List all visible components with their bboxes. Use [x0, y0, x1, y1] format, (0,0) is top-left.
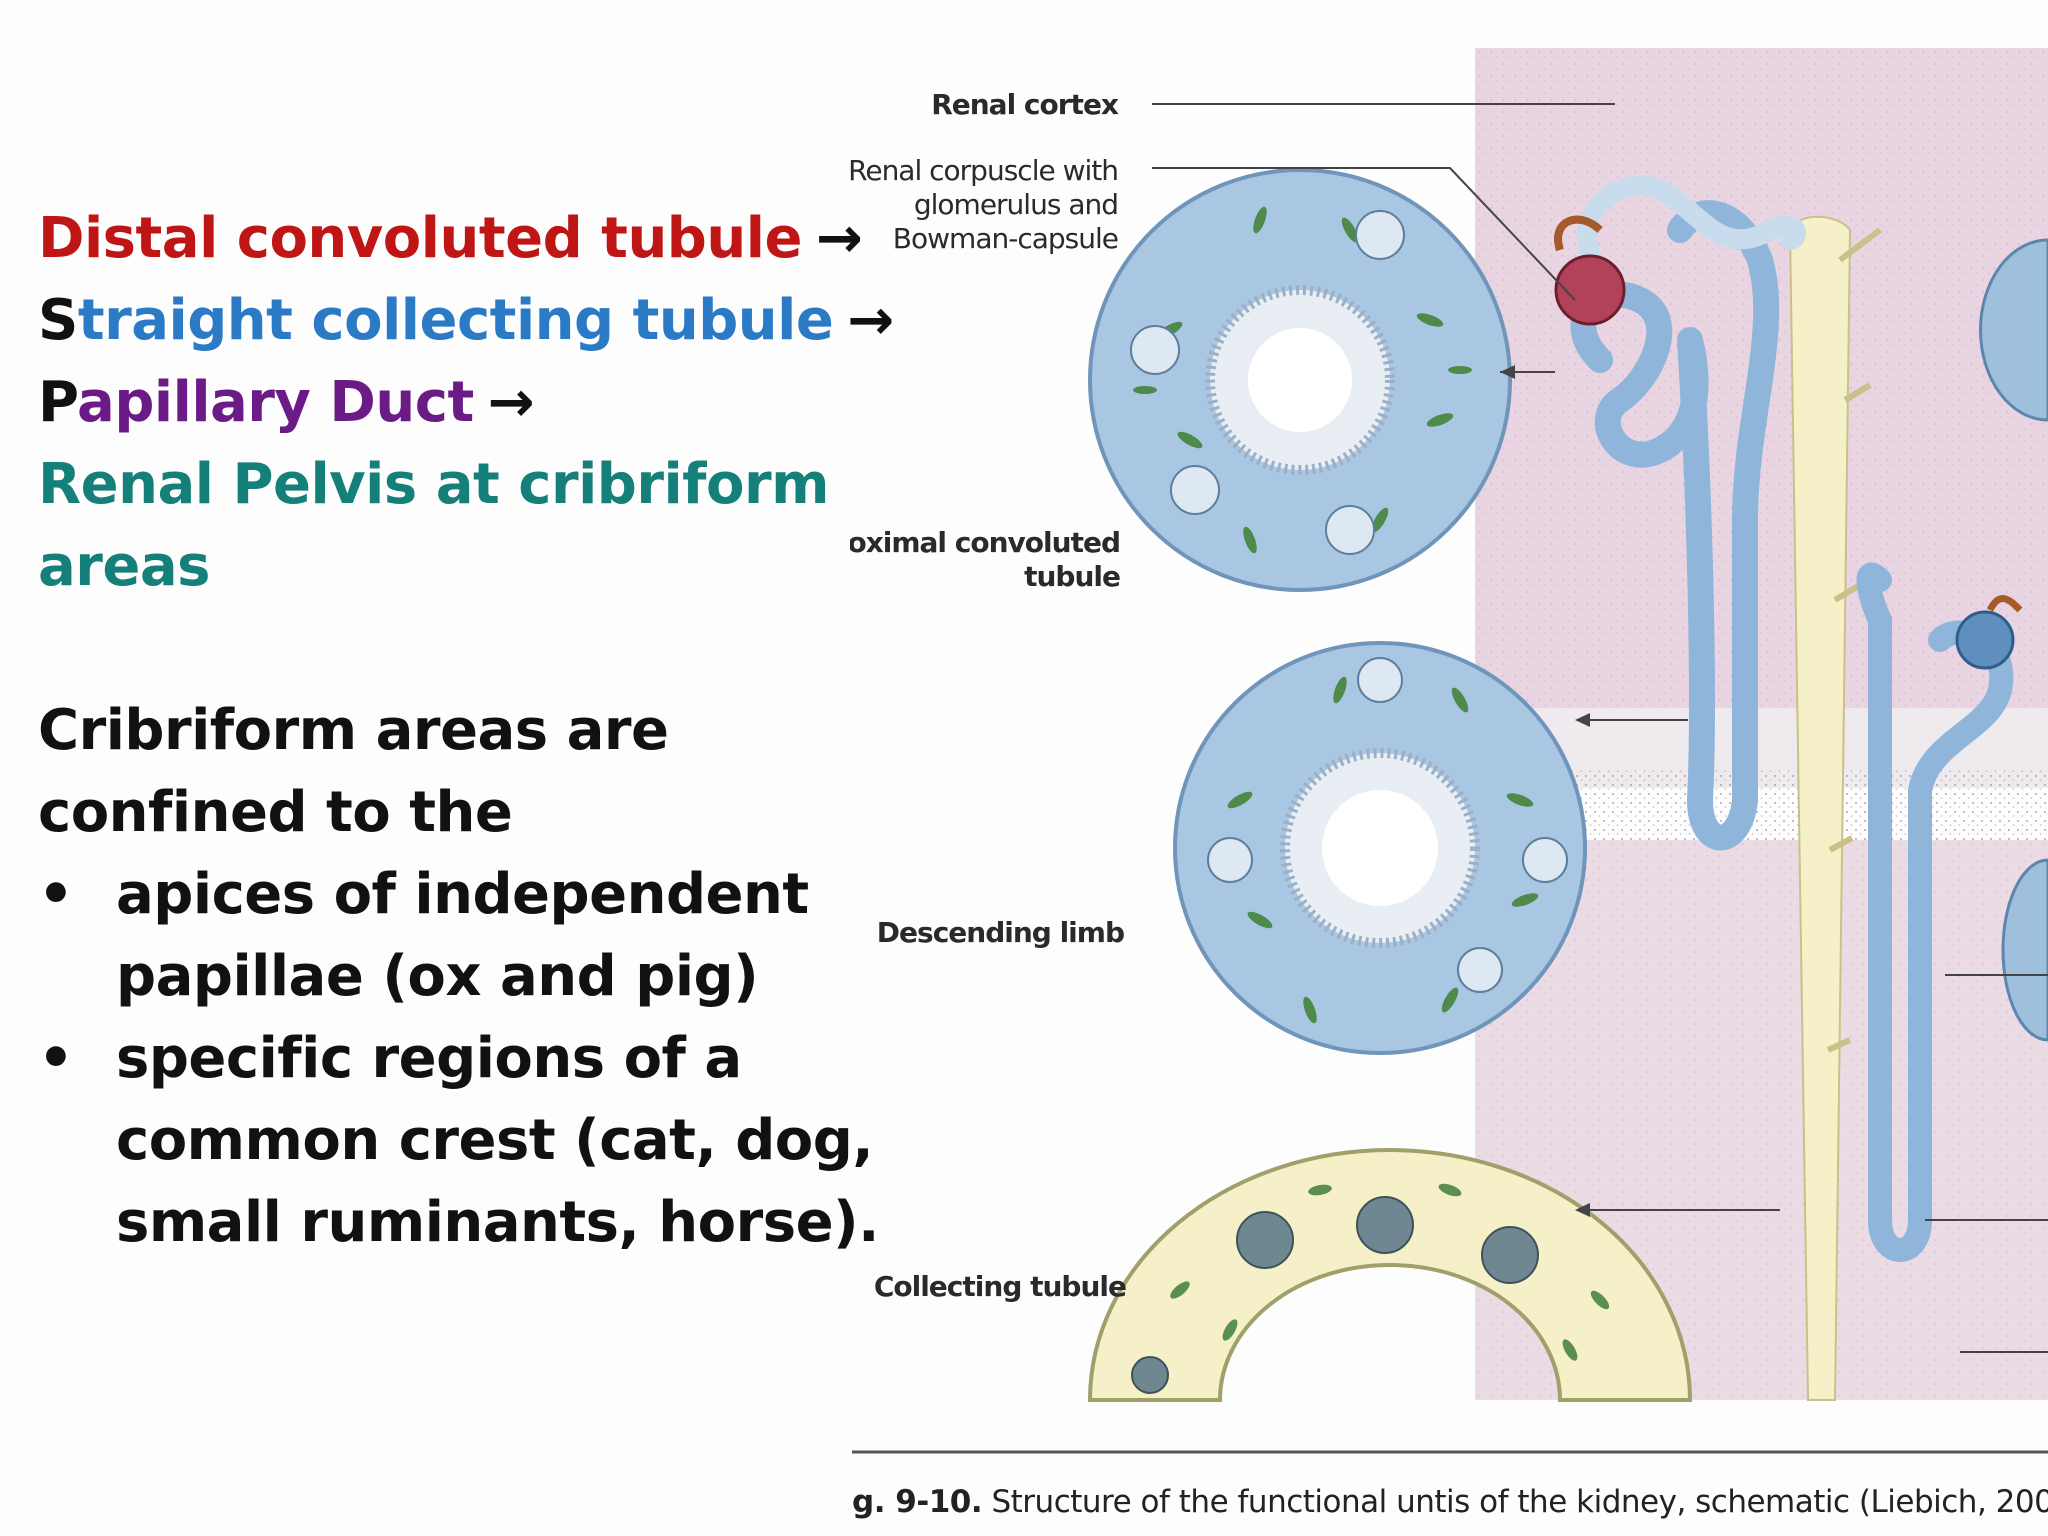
- straight-first-letter: S: [38, 288, 78, 353]
- straight-tubule-text: traight collecting tubule: [77, 288, 834, 353]
- figure-caption: g. 9-10. Structure of the functional unt…: [852, 1484, 2048, 1520]
- duct-branch: [1826, 227, 1882, 1053]
- bullet-icon: •: [38, 862, 74, 927]
- partial-cross-section: [2001, 858, 2048, 1042]
- flow-line-straight: Straight collecting tubule→: [38, 280, 894, 362]
- caption-figure-number: g. 9-10.: [852, 1484, 982, 1520]
- leader-lines: [1152, 103, 2048, 1353]
- bullet2-line3: small ruminants, horse).: [116, 1190, 879, 1255]
- proximal-mitochondria: [1133, 206, 1472, 554]
- nephron-tubule-left-light: [1576, 175, 1806, 280]
- partial-cross-section: [1979, 238, 2048, 422]
- distal-tubule-text: Distal convoluted tubule: [38, 206, 802, 271]
- flow-line-distal: Distal convoluted tubule→: [38, 198, 863, 280]
- arrow-right-icon: →: [487, 370, 535, 435]
- glomerulus-lower: [1955, 610, 2015, 670]
- proximal-tubule-lumen: [1248, 328, 1352, 432]
- glomerulus-upper: [1554, 254, 1626, 326]
- bullet2-line2: common crest (cat, dog,: [116, 1108, 874, 1173]
- label-renal-cortex: Renal cortex: [931, 88, 1119, 121]
- glomerulus-vessel: [1554, 215, 1603, 252]
- bullet1-line1: apices of independent: [116, 862, 809, 927]
- flow-line-papillary: Papillary Duct→: [38, 362, 838, 444]
- paragraph-line1: Cribriform areas are: [38, 698, 669, 763]
- bullet-item-papillae: • apices of independent papillae (ox and…: [38, 854, 838, 1018]
- collecting-tubule-section: [1087, 1148, 1693, 1402]
- label-corpuscle-line2: glomerulus and: [914, 188, 1118, 221]
- proximal-nuclei: [1130, 210, 1405, 555]
- descending-mitochondria: [1227, 676, 1539, 1024]
- text-column: Distal convoluted tubule→ Straight colle…: [38, 198, 894, 1264]
- papillary-duct-text: apillary Duct: [77, 370, 474, 435]
- label-proximal-line1: Proximal convoluted: [850, 526, 1120, 559]
- label-corpuscle-line1: Renal corpuscle with: [850, 154, 1118, 187]
- descending-nuclei: [1207, 657, 1568, 993]
- nephron-figure: Renal cortex Renal corpuscle with glomer…: [850, 48, 2048, 1520]
- paragraph-line2: confined to the: [38, 780, 513, 845]
- cribriform-paragraph: Cribriform areas are confined to the • a…: [38, 690, 879, 1264]
- label-descending-limb: Descending limb: [877, 916, 1124, 949]
- bullet1-line2: papillae (ox and pig): [116, 944, 759, 1009]
- papillary-first-letter: P: [38, 370, 78, 435]
- glomerulus-lower-vessel: [1986, 595, 2023, 613]
- descending-limb-lumen: [1322, 790, 1438, 906]
- label-collecting-tubule: Collecting tubule: [874, 1270, 1126, 1303]
- label-proximal-line2: tubule: [1024, 560, 1120, 593]
- renal-pelvis-line2: areas: [38, 534, 211, 599]
- collecting-tubule-nuclei: [1131, 1196, 1539, 1394]
- leader-arrowheads: [1500, 365, 1590, 1217]
- arrow-right-icon: →: [815, 206, 863, 271]
- bullet2-line1: specific regions of a: [116, 1026, 742, 1091]
- caption-text: Structure of the functional untis of the…: [982, 1484, 2048, 1520]
- collecting-tubule-mitochondria: [1170, 1183, 1610, 1361]
- bullet-item-common-crest: • specific regions of a common crest (ca…: [38, 1018, 879, 1264]
- label-corpuscle-line3: Bowman-capsule: [893, 222, 1118, 255]
- renal-pelvis-line1: Renal Pelvis at cribriform: [38, 452, 829, 517]
- bullet-icon: •: [38, 1026, 74, 1091]
- arrow-right-icon: →: [847, 288, 894, 353]
